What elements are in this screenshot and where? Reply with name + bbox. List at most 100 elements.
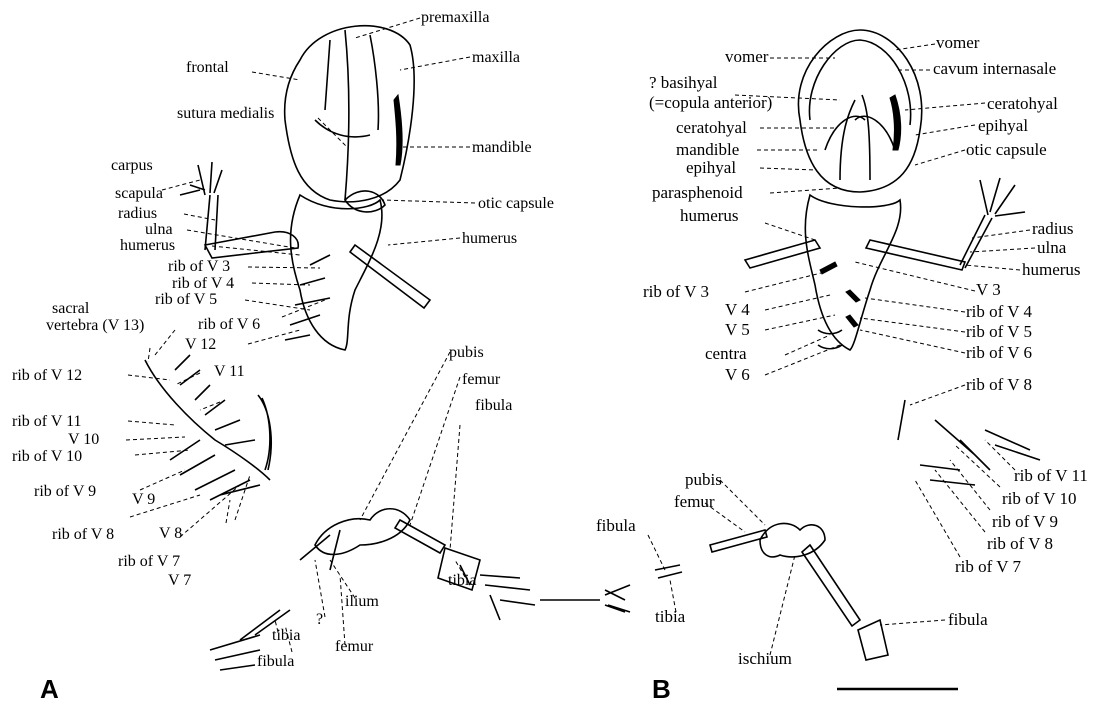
label-v4-b: V 4 <box>725 300 750 319</box>
label-premaxilla: premaxilla <box>421 9 489 26</box>
label-v7: V 7 <box>168 572 191 589</box>
label-v10: V 10 <box>68 431 99 448</box>
label-rib-v9-b: rib of V 9 <box>992 512 1058 531</box>
label-question-a: ? <box>316 611 323 628</box>
label-vomer-left: vomer <box>725 47 769 66</box>
label-radius-a: radius <box>118 205 157 222</box>
label-sutura-medialis: sutura medialis <box>177 105 274 122</box>
label-humerus-a-right: humerus <box>462 230 517 247</box>
label-rib-v4-a: rib of V 4 <box>172 275 234 292</box>
label-cavum-internasale: cavum internasale <box>933 59 1056 78</box>
label-epihyal-left: epihyal <box>686 158 736 177</box>
label-copula-anterior: (=copula anterior) <box>649 93 772 112</box>
label-fibula-a-right: fibula <box>475 397 512 414</box>
label-carpus: carpus <box>111 157 153 174</box>
femur-a <box>395 520 445 553</box>
label-rib-v10: rib of V 10 <box>12 448 82 465</box>
label-rib-v8-b-top: rib of V 8 <box>966 375 1032 394</box>
label-v11: V 11 <box>214 363 245 380</box>
label-rib-v8-b: rib of V 8 <box>987 534 1053 553</box>
label-rib-v4-b: rib of V 4 <box>966 302 1032 321</box>
label-humerus-b-left: humerus <box>680 206 739 225</box>
labels-b: vomer vomer cavum internasale ? basihyal… <box>596 33 1088 668</box>
label-rib-v11: rib of V 11 <box>12 413 81 430</box>
label-v5-b: V 5 <box>725 320 750 339</box>
label-radius-b: radius <box>1032 219 1074 238</box>
label-femur-a-right: femur <box>462 371 501 388</box>
label-tibia-a-low: tibia <box>272 627 300 644</box>
label-pubis-a: pubis <box>449 344 484 361</box>
label-rib-v7-a: rib of V 7 <box>118 553 180 570</box>
body-b <box>805 195 900 350</box>
label-rib-v3-a: rib of V 3 <box>168 258 230 275</box>
label-v3-b: V 3 <box>976 280 1001 299</box>
vertebrae-a <box>145 355 270 480</box>
label-scapula: scapula <box>115 185 163 202</box>
label-fibula-a-low: fibula <box>257 653 294 670</box>
label-fibula-b-left: fibula <box>596 516 636 535</box>
hand-left-a <box>180 162 222 195</box>
label-rib-v6-b: rib of V 6 <box>966 343 1032 362</box>
ceratohyal-b <box>825 116 895 150</box>
label-rib-v8-a: rib of V 8 <box>52 526 114 543</box>
label-mandible-b: mandible <box>676 140 739 159</box>
label-epihyal-right: epihyal <box>978 116 1028 135</box>
label-basihyal: ? basihyal <box>649 73 718 92</box>
label-frontal: frontal <box>186 59 229 76</box>
panel-label-a: A <box>40 674 59 704</box>
label-rib-v6-a: rib of V 6 <box>198 316 260 333</box>
distal-foot-a <box>540 590 625 612</box>
label-femur-a-low: femur <box>335 638 374 655</box>
fibula-b <box>858 620 888 660</box>
ribs-lower-a <box>170 440 260 500</box>
foot-a <box>480 575 535 620</box>
label-rib-v12: rib of V 12 <box>12 367 82 384</box>
label-rib-v9-a: rib of V 9 <box>34 483 96 500</box>
label-sacral: sacral <box>52 300 90 317</box>
label-fibula-b-right: fibula <box>948 610 988 629</box>
label-rib-v10-b: rib of V 10 <box>1002 489 1076 508</box>
label-centra: centra <box>705 344 747 363</box>
femur-b <box>710 530 767 552</box>
foot-b <box>605 565 682 612</box>
label-v12: V 12 <box>185 336 216 353</box>
body-a <box>291 195 382 350</box>
label-humerus-a-left: humerus <box>120 237 175 254</box>
label-ulna-b: ulna <box>1037 238 1067 257</box>
label-vomer-top: vomer <box>936 33 980 52</box>
label-rib-v5-b: rib of V 5 <box>966 322 1032 341</box>
label-maxilla: maxilla <box>472 49 520 66</box>
skull-b <box>798 30 921 192</box>
label-femur-b: femur <box>674 492 715 511</box>
label-ischium: ischium <box>738 649 792 668</box>
ribs-b <box>820 262 860 327</box>
label-sacral-vertebra: vertebra (V 13) <box>46 317 144 334</box>
label-ulna-a: ulna <box>145 221 173 238</box>
label-rib-v11-b: rib of V 11 <box>1014 466 1088 485</box>
label-ceratohyal-left: ceratohyal <box>676 118 747 137</box>
maxilla-a <box>394 95 402 165</box>
label-mandible-a: mandible <box>472 139 532 156</box>
label-otic-capsule-b: otic capsule <box>966 140 1047 159</box>
label-rib-v5-a: rib of V 5 <box>155 291 217 308</box>
label-pubis-b: pubis <box>685 470 722 489</box>
arm-left-a <box>205 195 298 258</box>
label-ilium: ilium <box>345 593 379 610</box>
label-v6-b: V 6 <box>725 365 750 384</box>
skull-a-detail <box>315 30 378 200</box>
labels-a: premaxilla maxilla frontal sutura medial… <box>12 9 554 670</box>
right-curve-a <box>258 395 271 470</box>
label-tibia-a-mid: tibia <box>448 572 476 589</box>
label-tibia-b: tibia <box>655 607 686 626</box>
arm-right-b <box>866 215 992 270</box>
label-v9: V 9 <box>132 491 155 508</box>
label-otic-capsule-a: otic capsule <box>478 195 554 212</box>
panel-label-b: B <box>652 674 671 704</box>
skeleton-a <box>145 26 625 670</box>
label-rib-v3-b: rib of V 3 <box>643 282 709 301</box>
label-humerus-b-right: humerus <box>1022 260 1081 279</box>
label-parasphenoid: parasphenoid <box>652 183 743 202</box>
label-rib-v7-b: rib of V 7 <box>955 557 1021 576</box>
